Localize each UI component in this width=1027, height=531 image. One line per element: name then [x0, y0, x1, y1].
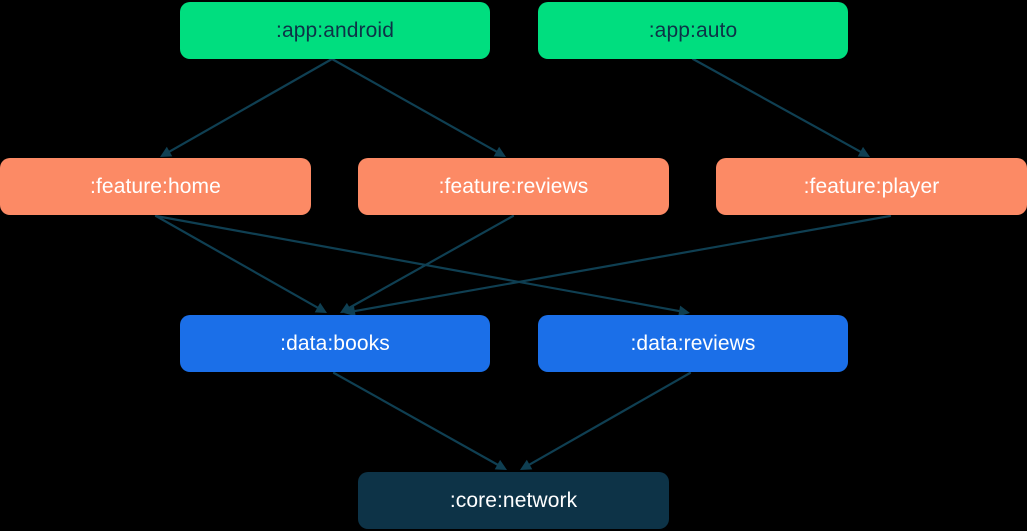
graph-edge-app-android-to-feature-reviews: [330, 57, 506, 157]
edge-line: [154, 214, 681, 313]
edge-line: [168, 57, 334, 153]
graph-node-data-books[interactable]: :data:books: [180, 315, 490, 372]
graph-node-feature-reviews[interactable]: :feature:reviews: [358, 158, 669, 215]
graph-edge-data-books-to-core-network: [332, 371, 507, 470]
graph-edge-data-reviews-to-core-network: [520, 371, 692, 470]
graph-node-core-network[interactable]: :core:network: [358, 472, 669, 529]
edge-line: [353, 214, 892, 313]
edge-line: [348, 214, 515, 309]
edge-line: [332, 371, 499, 466]
edge-line: [528, 371, 692, 466]
edge-arrowhead-icon: [314, 302, 327, 313]
graph-node-feature-home[interactable]: :feature:home: [0, 158, 311, 215]
graph-node-data-reviews[interactable]: :data:reviews: [538, 315, 848, 372]
edge-line: [330, 57, 498, 153]
edge-arrowhead-icon: [857, 146, 870, 157]
edge-line: [154, 214, 319, 309]
graph-node-feature-player[interactable]: :feature:player: [716, 158, 1027, 215]
edge-arrowhead-icon: [160, 146, 173, 157]
edge-arrowhead-icon: [340, 302, 353, 313]
edge-line: [691, 57, 862, 153]
graph-edge-app-auto-to-feature-player: [691, 57, 870, 157]
edge-arrowhead-icon: [520, 459, 533, 470]
edge-arrowhead-icon: [493, 146, 506, 157]
graph-edge-feature-reviews-to-data-books: [340, 214, 515, 313]
edge-arrowhead-icon: [494, 459, 507, 470]
graph-node-app-auto[interactable]: :app:auto: [538, 2, 848, 59]
graph-edge-feature-home-to-data-reviews: [154, 214, 690, 317]
graph-edge-app-android-to-feature-home: [160, 57, 334, 157]
graph-edge-feature-player-to-data-books: [344, 214, 892, 317]
graph-edge-feature-home-to-data-books: [154, 214, 327, 313]
graph-node-app-android[interactable]: :app:android: [180, 2, 490, 59]
